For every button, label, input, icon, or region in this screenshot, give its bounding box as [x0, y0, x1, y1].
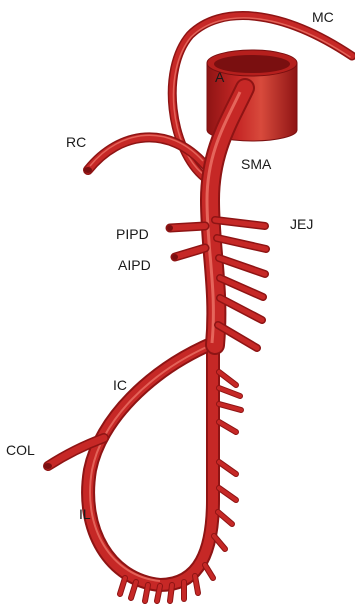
ileocolic-loop: [44, 343, 213, 585]
aipd-branch: [172, 248, 205, 260]
label-aipd: AIPD: [118, 258, 151, 272]
label-sma: SMA: [241, 157, 271, 171]
label-rc: RC: [66, 135, 86, 149]
label-jej: JEJ: [290, 217, 313, 231]
pipd-branch: [167, 225, 205, 231]
label-a: A: [215, 70, 224, 84]
right-colic-artery: [84, 135, 205, 173]
label-col: COL: [6, 443, 35, 457]
label-il: IL: [79, 507, 91, 521]
label-mc: MC: [312, 10, 334, 24]
label-ic: IC: [113, 378, 127, 392]
label-pipd: PIPD: [116, 227, 149, 241]
